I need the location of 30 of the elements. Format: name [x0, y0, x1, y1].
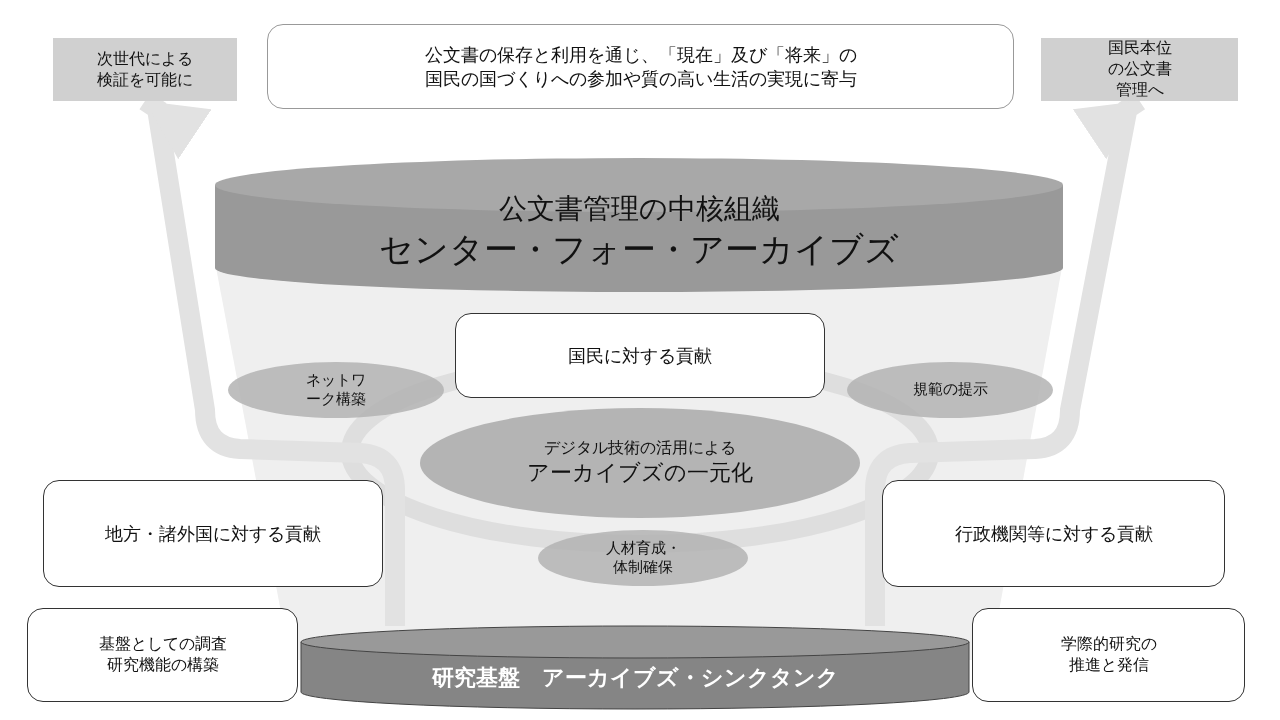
node-text: アーカイブズの一元化 — [527, 459, 753, 488]
node-text: 行政機関等に対する貢献 — [954, 521, 1153, 546]
node-text: 国民本位の公文書管理へ — [1106, 38, 1173, 101]
mission-box — [267, 24, 1014, 109]
node-text: 研究基盤 アーカイブズ・シンクタンク — [431, 663, 839, 692]
research-box — [27, 608, 298, 702]
research-box — [972, 608, 1245, 702]
node-text: 地方・諸外国に対する貢献 — [105, 521, 321, 546]
node-text: 公文書の保存と利用を通じ、「現在」及び「将来」の国民の国づくりへの参加や質の高い生活の実現に寄与 — [423, 43, 858, 90]
contribution-box — [455, 313, 825, 398]
contribution-box — [43, 480, 383, 587]
node-text: 人材育成・体制確保 — [605, 538, 681, 578]
node-text: ネットワーク構築 — [305, 370, 367, 410]
function-ellipse — [228, 362, 444, 418]
node-text: 学際的研究の推進と発信 — [1059, 634, 1158, 676]
node-text: 次世代による検証を可能に — [96, 48, 194, 91]
function-ellipse — [847, 362, 1053, 418]
node-text: 国民に対する貢献 — [568, 343, 712, 368]
node-text: センター・フォー・アーカイブズ — [379, 228, 899, 272]
node-text: 基盤としての調査研究機能の構築 — [97, 634, 228, 676]
core-ellipse — [420, 408, 860, 518]
organization-cylinder — [215, 158, 1063, 292]
node-text: デジタル技術の活用による — [544, 438, 736, 460]
function-ellipse — [538, 530, 748, 586]
node-text: 規範の提示 — [912, 380, 988, 400]
contribution-box — [882, 480, 1225, 587]
research-base-cylinder — [300, 622, 970, 710]
node-text: 公文書管理の中核組織 — [498, 190, 780, 227]
goal-box — [1041, 38, 1238, 101]
goal-box — [53, 38, 237, 101]
